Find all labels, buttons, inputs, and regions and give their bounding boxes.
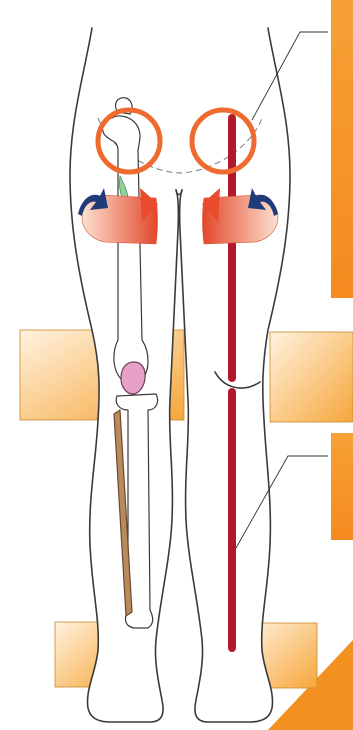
patella xyxy=(121,362,145,394)
label-box-right xyxy=(270,332,353,422)
callout-panel-top xyxy=(331,0,353,298)
callout-panel-middle xyxy=(331,433,353,540)
crotch-line xyxy=(176,190,182,195)
